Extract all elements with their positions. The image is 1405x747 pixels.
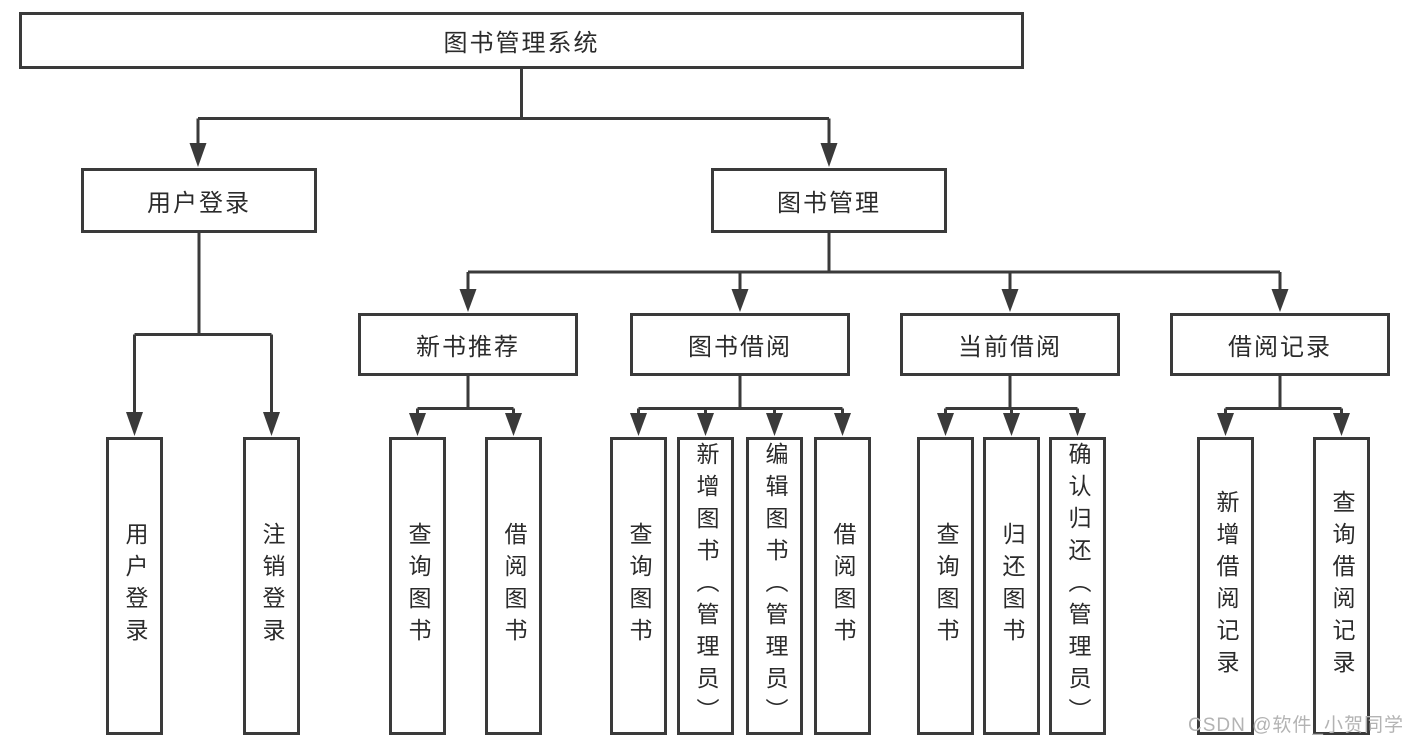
leaf-logout: 注销登录 [243,437,300,735]
wire-new-book-recommend [416,376,515,414]
leaf-bb-edit-books-admin: 编辑图书（管理员） [746,437,803,735]
node-borrow-records: 借阅记录 [1170,313,1390,376]
node-root: 图书管理系统 [19,12,1024,69]
wire-book-borrow [637,376,844,414]
wire-current-borrow [944,376,1079,414]
watermark: CSDN @软件_小贺同学 [1188,715,1404,736]
leaf-nbr-query-books: 查询图书 [389,437,446,735]
leaf-user-login: 用户登录 [106,437,163,735]
wire-user-login-to-leaves [133,233,273,413]
wire-book-mgmt-to-level3 [466,233,1282,290]
leaf-cb-return-books: 归还图书 [983,437,1040,735]
arrowheads [126,143,1350,436]
leaf-br-query-record: 查询借阅记录 [1313,437,1370,735]
wire-borrow-records [1224,376,1343,414]
node-current-borrow: 当前借阅 [900,313,1120,376]
node-user-login: 用户登录 [81,168,317,233]
leaf-bb-add-books-admin: 新增图书（管理员） [677,437,734,735]
leaf-cb-query-books: 查询图书 [917,437,974,735]
leaf-cb-confirm-return-admin: 确认归还（管理员） [1049,437,1106,735]
wire-root-to-level2 [196,69,831,145]
leaf-bb-borrow-books: 借阅图书 [814,437,871,735]
node-book-management: 图书管理 [711,168,947,233]
leaf-br-add-record: 新增借阅记录 [1197,437,1254,735]
leaf-nbr-borrow-books: 借阅图书 [485,437,542,735]
node-book-borrow: 图书借阅 [630,313,850,376]
leaf-bb-query-books: 查询图书 [610,437,667,735]
node-new-book-recommend: 新书推荐 [358,313,578,376]
